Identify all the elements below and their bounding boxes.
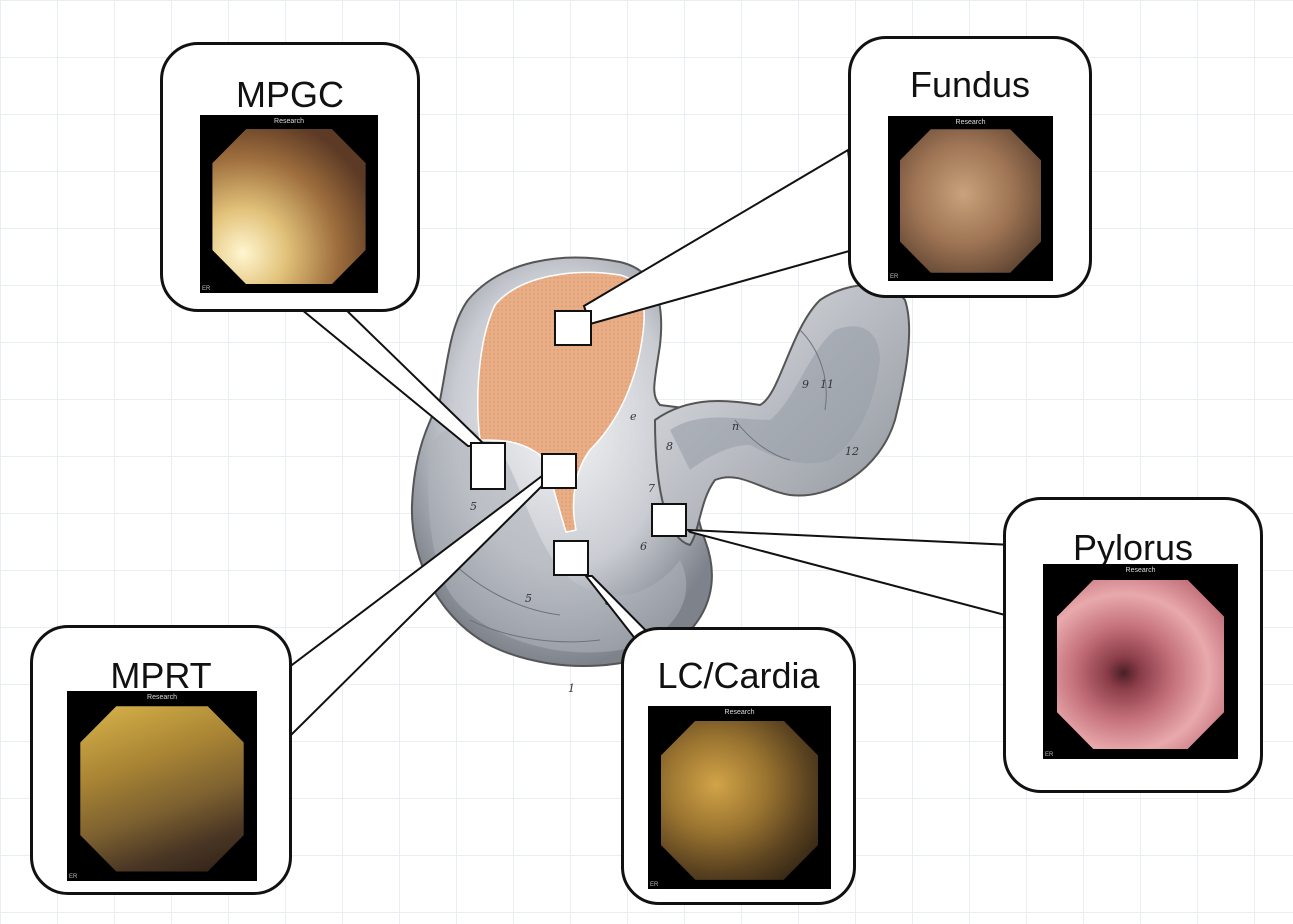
- corner-tag: ER: [890, 274, 898, 280]
- corner-tag: ER: [69, 874, 77, 880]
- mpgc-pointer: [290, 300, 486, 446]
- endoscopic-view: [661, 721, 818, 880]
- mpgc-site-marker: [470, 442, 506, 490]
- pylorus-site-marker: [651, 503, 687, 537]
- endoscopic-view: [1057, 580, 1225, 750]
- mprt-pointer: [288, 476, 548, 738]
- mprt-title: MPRT: [33, 658, 289, 694]
- research-label: Research: [648, 709, 831, 716]
- mprt-callout: MPRT Research ER: [30, 625, 292, 895]
- fundus-site-marker: [554, 310, 592, 346]
- fundus-endoscopy-image: Research ER: [888, 116, 1053, 281]
- mprt-site-marker: [541, 453, 577, 489]
- pylorus-pointer: [688, 530, 1012, 615]
- mpgc-callout: MPGC Research ER: [160, 42, 420, 312]
- research-label: Research: [200, 118, 378, 125]
- pylorus-callout: Pylorus Research ER: [1003, 497, 1263, 793]
- endoscopic-view: [80, 706, 243, 871]
- endoscopic-view: [212, 129, 365, 284]
- corner-tag: ER: [1045, 752, 1053, 758]
- cardia-site-marker: [553, 540, 589, 576]
- fundus-pointer: [584, 150, 860, 324]
- research-label: Research: [1043, 567, 1238, 574]
- mpgc-endoscopy-image: Research ER: [200, 115, 378, 293]
- pylorus-title: Pylorus: [1006, 530, 1260, 566]
- pylorus-endoscopy-image: Research ER: [1043, 564, 1238, 759]
- fundus-callout: Fundus Research ER: [848, 36, 1092, 298]
- mpgc-title: MPGC: [163, 77, 417, 113]
- cardia-title: LC/Cardia: [624, 658, 853, 694]
- mprt-endoscopy-image: Research ER: [67, 691, 257, 881]
- cardia-callout: LC/Cardia Research ER: [621, 627, 856, 905]
- corner-tag: ER: [650, 882, 658, 888]
- research-label: Research: [67, 694, 257, 701]
- fundus-title: Fundus: [851, 67, 1089, 103]
- research-label: Research: [888, 119, 1053, 126]
- corner-tag: ER: [202, 286, 210, 292]
- cardia-endoscopy-image: Research ER: [648, 706, 831, 889]
- endoscopic-view: [900, 129, 1042, 273]
